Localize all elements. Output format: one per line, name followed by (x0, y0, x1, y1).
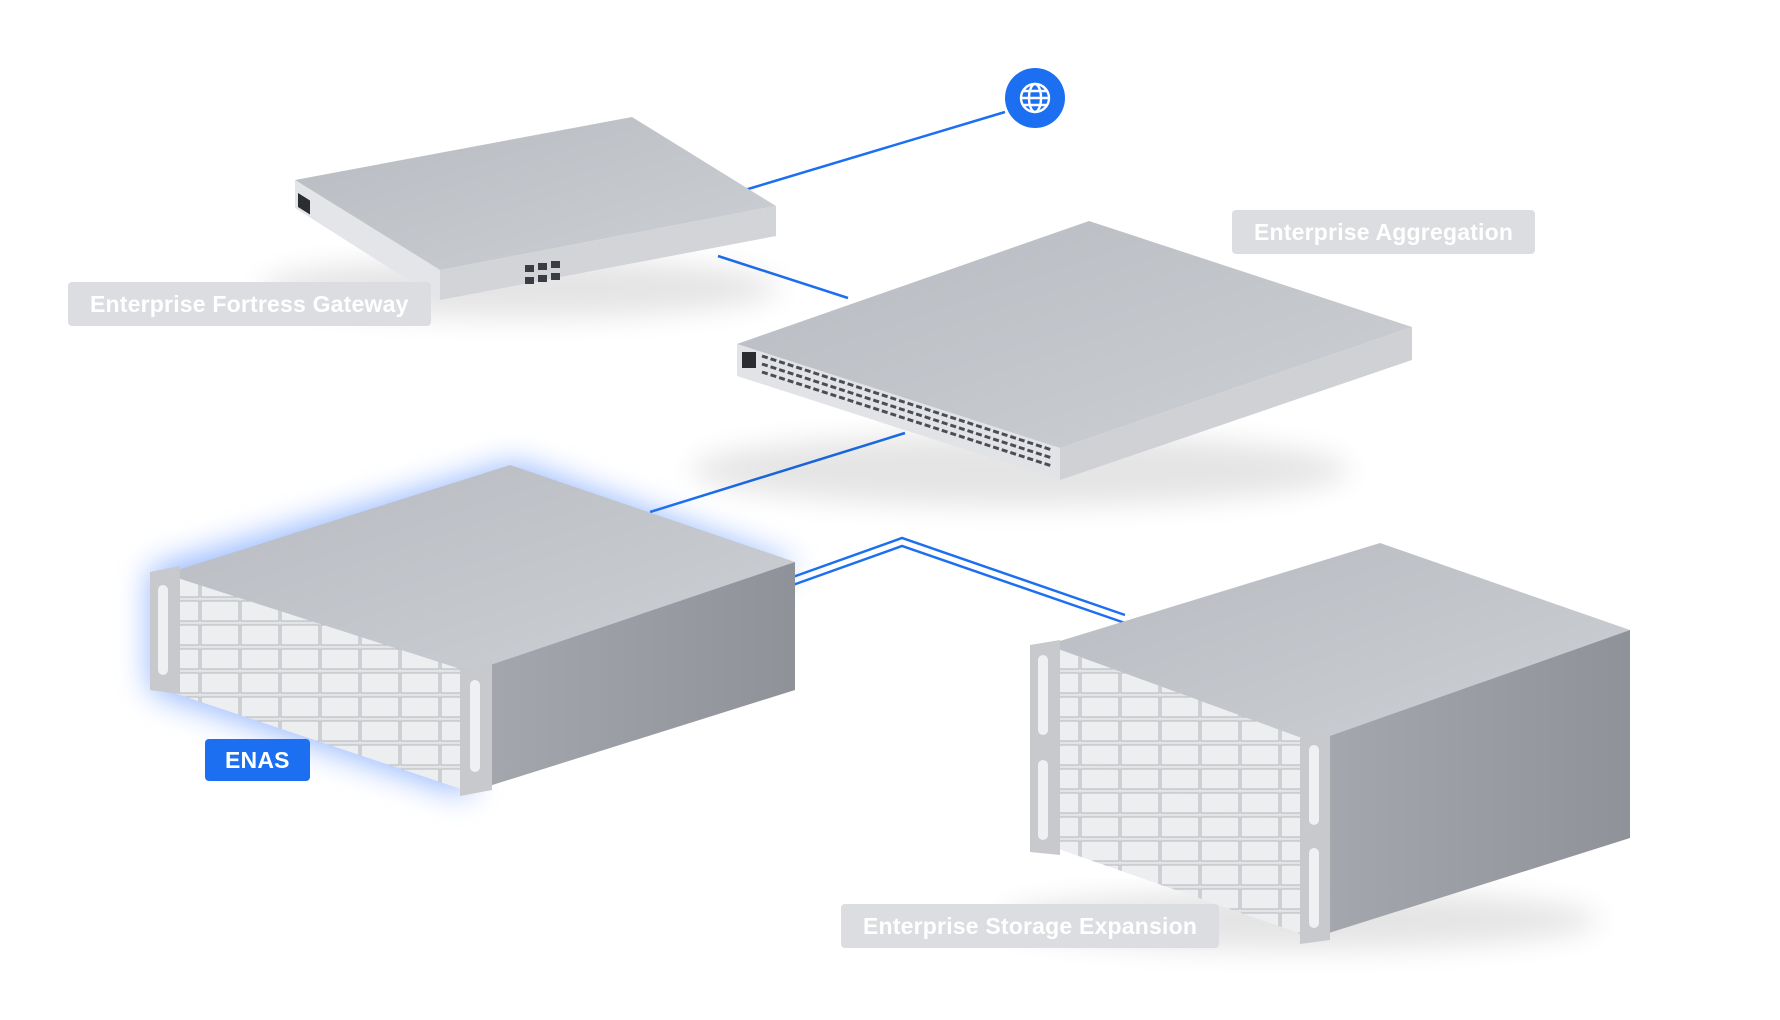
gateway-label: Enterprise Fortress Gateway (68, 282, 431, 326)
link-enas-expansion-b (789, 544, 1126, 625)
link-enas-expansion-a (789, 536, 1126, 617)
link-gateway-aggregation (717, 254, 849, 300)
expansion-label: Enterprise Storage Expansion (841, 904, 1220, 948)
aggregation-device (690, 221, 1412, 506)
link-internet-gateway (737, 110, 1006, 194)
aggregation-label: Enterprise Aggregation (1232, 210, 1536, 254)
enas-device (150, 463, 800, 796)
internet-node (1004, 67, 1066, 129)
enas-label: ENAS (205, 739, 310, 781)
globe-icon (1005, 68, 1065, 128)
sfp-port-grid (761, 354, 1053, 468)
